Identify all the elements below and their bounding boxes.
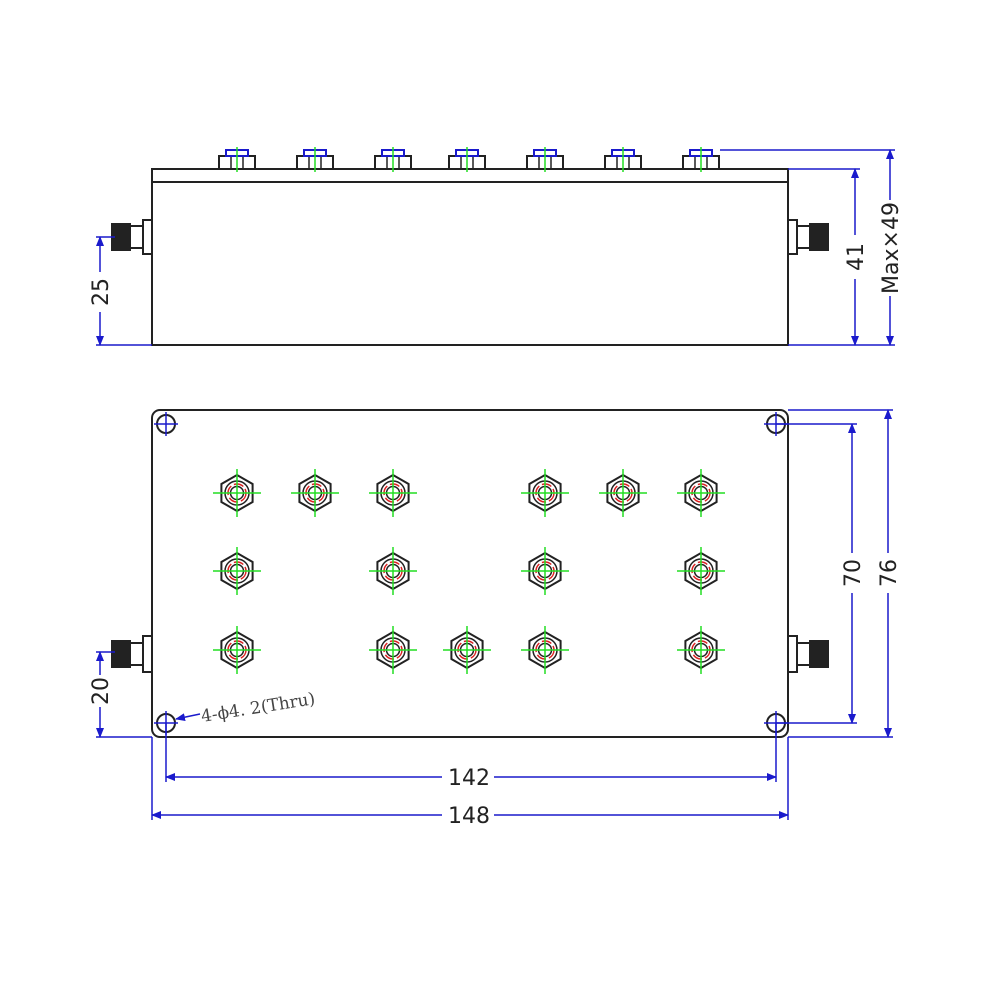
top-screws [218, 147, 720, 172]
hole-note: 4-ϕ4. 2(Thru) [200, 689, 317, 727]
dim-hole-spacing-vertical: 70 [841, 559, 866, 587]
tuning-screw [369, 626, 417, 674]
sma-connector-left-bottom [111, 635, 153, 673]
side-view [111, 147, 829, 346]
side-body-outline [151, 168, 789, 346]
tuning-screw [521, 469, 569, 517]
dim-hole-spacing-horizontal: 142 [448, 766, 490, 791]
top-screw [526, 147, 564, 172]
tuning-screw-grid [213, 469, 725, 674]
tuning-screw [677, 547, 725, 595]
dim-connector-height: 25 [89, 278, 114, 306]
tuning-screw [677, 469, 725, 517]
tuning-screw [521, 626, 569, 674]
tuning-screw [213, 626, 261, 674]
tuning-screw [521, 547, 569, 595]
top-screw [448, 147, 486, 172]
top-view [111, 409, 829, 738]
mounting-hole [154, 412, 178, 436]
top-screw [296, 147, 334, 172]
top-screw [218, 147, 256, 172]
top-screw [374, 147, 412, 172]
dim-body-width: 76 [877, 559, 902, 587]
tuning-screw [213, 547, 261, 595]
sma-connector-right-bottom [787, 635, 829, 673]
dim-max-height: Max×49 [879, 202, 904, 294]
top-body-outline [151, 409, 789, 738]
sma-connector-right [787, 219, 829, 255]
tuning-screw [369, 469, 417, 517]
dim-body-length: 148 [448, 804, 490, 829]
side-dimensions [96, 149, 895, 346]
dim-body-height: 41 [844, 243, 869, 271]
tuning-screw [369, 547, 417, 595]
sma-connector-left [111, 219, 153, 255]
top-screw [682, 147, 720, 172]
tuning-screw [599, 469, 647, 517]
tuning-screw [443, 626, 491, 674]
top-dimensions [96, 409, 893, 820]
tuning-screw [213, 469, 261, 517]
tuning-screw [291, 469, 339, 517]
tuning-screw [677, 626, 725, 674]
dim-connector-offset: 20 [89, 677, 114, 705]
top-screw [604, 147, 642, 172]
